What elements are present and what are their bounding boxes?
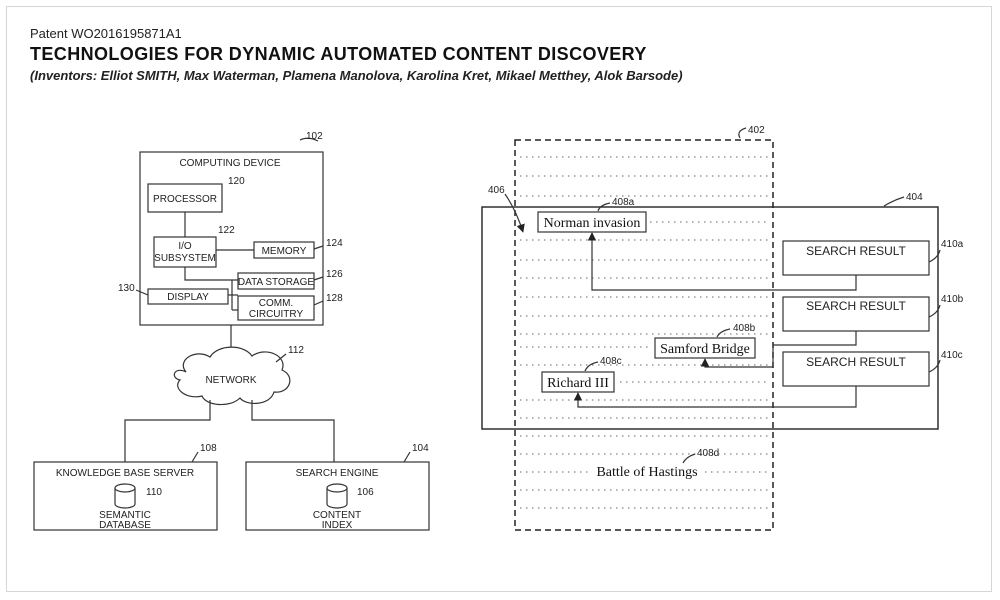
search-result-b-label: SEARCH RESULT [806,299,906,313]
search-engine-label: SEARCH ENGINE [296,468,379,479]
figure-frame [6,6,992,592]
data-storage-box [237,272,315,290]
display-box [147,288,229,305]
ref-104: 104 [412,443,429,454]
processor-box [147,183,223,213]
search-result-c-box [782,351,930,387]
network-cloud [173,346,291,406]
entity-samford-bridge: Samford Bridge [660,342,750,357]
entity-richard-iii: Richard III [547,376,609,391]
ref-402: 402 [748,125,765,136]
io-label-line1: I/O [178,241,192,252]
kb-server-label: KNOWLEDGE BASE SERVER [56,468,194,479]
document-frame [514,139,774,531]
entity-norman-invasion: Norman invasion [544,216,641,231]
comm-label-line2: CIRCUITRY [249,309,304,320]
ref-122: 122 [218,225,235,236]
entity-richard-iii-box [541,371,615,393]
display-label: DISPLAY [167,292,209,303]
ref-408b: 408b [733,323,756,334]
ref-124: 124 [326,238,343,249]
leader-126 [313,276,324,281]
ref-108: 108 [200,443,217,454]
content-index-label-line1: CONTENT [313,510,361,521]
leader-402 [738,127,747,139]
link-410a-to-408a [587,232,857,291]
content-index-icon [326,483,348,509]
ref-404: 404 [906,192,923,203]
leader-410c [928,359,941,373]
ref-410a: 410a [941,239,964,250]
wire-network-kb [124,400,211,462]
ref-408d: 408d [697,448,719,459]
computing-device-label: COMPUTING DEVICE [179,158,280,169]
search-result-a-box [782,240,930,276]
semantic-database-icon [114,483,136,509]
ref-102: 102 [306,131,323,142]
data-storage-label: DATA STORAGE [238,277,314,288]
ref-128: 128 [326,293,343,304]
semantic-db-label-line2: DATABASE [99,520,151,531]
processor-label: PROCESSOR [153,194,217,205]
leader-128 [313,300,324,306]
ref-126: 126 [326,269,343,280]
entity-samford-bridge-box [654,337,756,359]
results-panel-frame [481,206,939,430]
ref-120: 120 [228,176,245,187]
link-410b-to-408b [700,331,857,368]
document-text-lines [520,156,770,509]
leader-102 [299,137,319,142]
content-discovery-diagram: 402 404 406 Norman invasion 408a Samford… [481,125,964,531]
wire-io-storage [184,267,238,281]
leader-410a [928,249,941,263]
system-diagram: COMPUTING DEVICE 102 PROCESSOR 120 I/O S… [33,131,430,531]
network-label: NETWORK [205,375,256,386]
entity-battle-of-hastings: Battle of Hastings [596,465,697,480]
ref-410b: 410b [941,294,964,305]
leader-130 [135,289,149,296]
leader-410b [928,304,941,318]
leader-408c [584,361,599,372]
leader-408b [716,328,731,338]
ref-408c: 408c [600,356,622,367]
ref-106: 106 [357,487,374,498]
search-result-c-label: SEARCH RESULT [806,355,906,369]
wire-network-search [251,400,335,462]
pointer-406-arrow [504,193,525,233]
leader-104 [403,451,411,463]
comm-label-line1: COMM. [259,298,293,309]
leader-404 [883,196,905,207]
ref-406: 406 [488,185,505,196]
io-label-line2: SUBSYSTEM [154,253,216,264]
patent-title: TECHNOLOGIES FOR DYNAMIC AUTOMATED CONTE… [30,44,647,64]
leader-124 [313,245,324,250]
ref-410c: 410c [941,350,963,361]
ref-130: 130 [118,283,135,294]
link-410c-to-408c [573,386,857,408]
entity-norman-invasion-box [537,211,647,233]
memory-label: MEMORY [262,246,307,257]
leader-108 [191,451,199,463]
patent-number: Patent WO2016195871A1 [30,26,182,41]
search-result-b-box [782,296,930,332]
content-index-label-line2: INDEX [322,520,353,531]
semantic-db-label-line1: SEMANTIC [99,510,151,521]
comm-circuitry-box [237,295,315,321]
leader-408a [597,202,611,212]
leader-112 [275,353,287,363]
search-result-a-label: SEARCH RESULT [806,244,906,258]
ref-408a: 408a [612,197,635,208]
leader-408d [682,453,696,464]
inventors-line: (Inventors: Elliot SMITH, Max Waterman, … [30,68,683,83]
ref-110: 110 [146,487,162,498]
ref-112: 112 [288,345,304,356]
